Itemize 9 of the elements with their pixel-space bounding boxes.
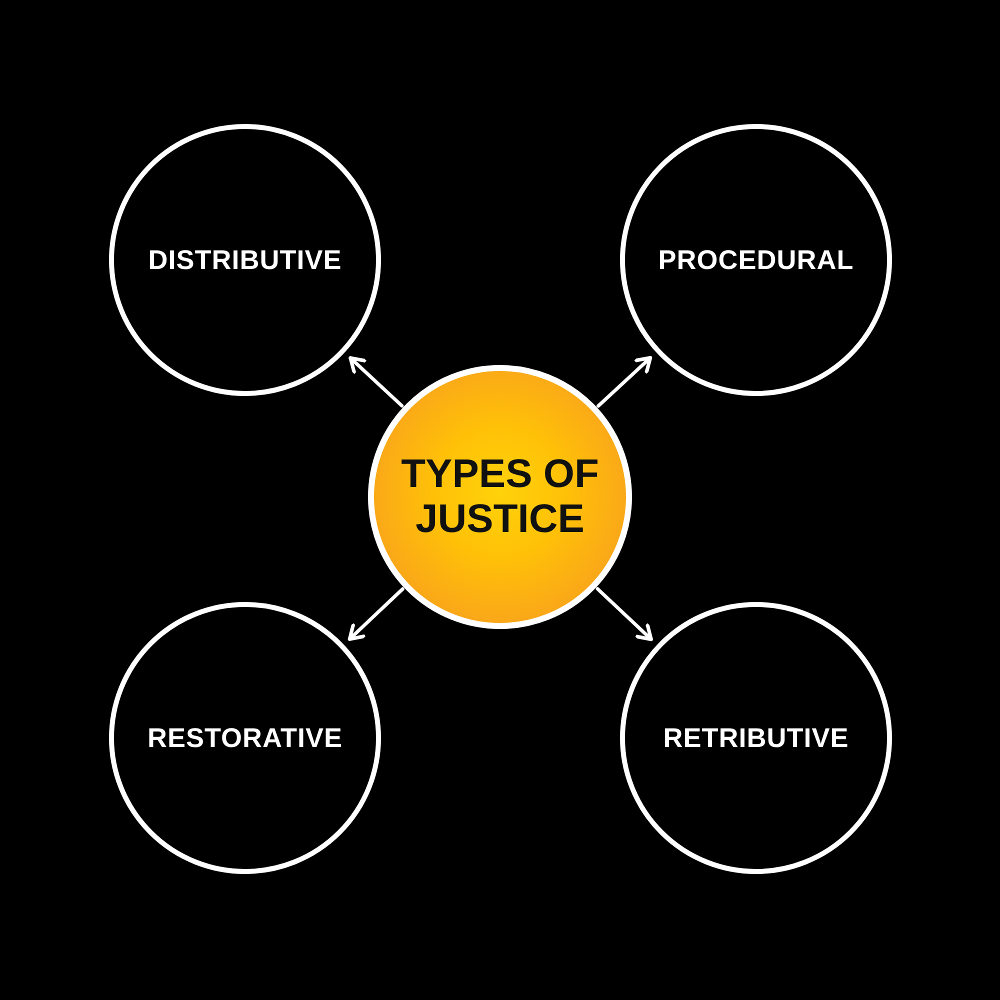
arrow <box>596 356 652 408</box>
node-label: RETRIBUTIVE <box>663 722 849 754</box>
node-label: DISTRIBUTIVE <box>148 244 342 276</box>
arrow <box>596 587 653 642</box>
node-label: RESTORATIVE <box>147 722 343 754</box>
arrow <box>348 356 404 408</box>
node-label: PROCEDURAL <box>658 244 854 276</box>
arrow <box>348 587 404 641</box>
node-label: TYPES OF JUSTICE <box>400 452 600 542</box>
